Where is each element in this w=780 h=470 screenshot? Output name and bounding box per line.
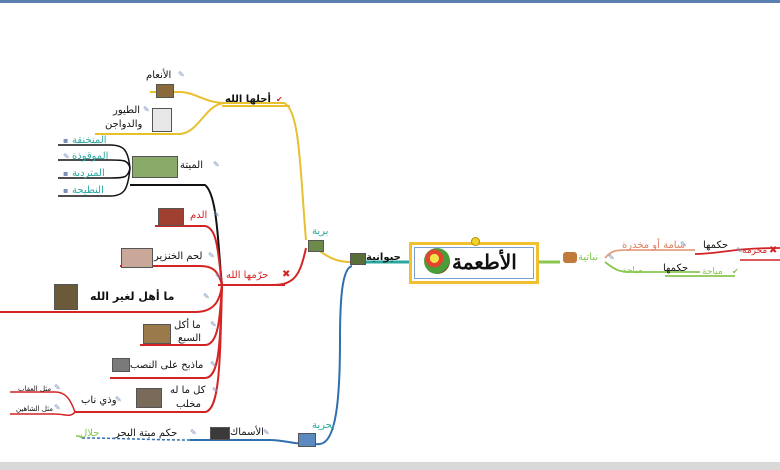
claw-clip-icon: ✎: [212, 386, 219, 395]
anam-clip-icon: ✎: [178, 70, 185, 79]
carrion-sub-1-icon: ▪: [63, 136, 69, 145]
altar-clip-icon: ✎: [210, 360, 217, 369]
carrion-sub-2[interactable]: الموقوذة: [72, 151, 109, 162]
sea-ruling-clip-icon: ✎: [190, 428, 197, 437]
other-god-clip-icon: ✎: [203, 292, 210, 301]
halal-label[interactable]: أحلها الله: [225, 94, 271, 105]
sea-label[interactable]: بحرية: [312, 420, 335, 431]
window-top-border: [0, 0, 780, 3]
blood-clip-icon: ✎: [213, 210, 220, 219]
fang-example-1-icon: ✎: [54, 383, 61, 392]
other-god-image: [54, 284, 78, 310]
carrion-sub-4[interactable]: النطيحة: [72, 185, 104, 196]
sea-halal-label[interactable]: حلال: [80, 428, 100, 439]
forbidden-x-icon: ✖: [769, 245, 778, 256]
haram-clip-icon: ✎: [215, 272, 222, 281]
claw-label-1[interactable]: كل ما له: [170, 385, 206, 396]
pork-label[interactable]: لحم الخنزير: [154, 251, 203, 262]
blood-image: [158, 208, 184, 226]
land-label[interactable]: برية: [312, 226, 329, 237]
altar-label[interactable]: ماذبح على النصب: [130, 360, 204, 371]
carrion-sub-4-icon: ▪: [63, 186, 69, 195]
forbidden-label[interactable]: محرمة: [742, 246, 768, 256]
link-land-halal: [225, 102, 307, 241]
link-plant-permitted: [604, 261, 700, 273]
other-god-label[interactable]: ما أهل لغير الله: [90, 290, 175, 303]
beast-clip-icon: ✎: [210, 320, 217, 329]
link-animal-sea: [319, 265, 353, 445]
claw-image: [136, 388, 162, 408]
anam-label[interactable]: الأنعام: [146, 70, 172, 81]
halal-check-icon: ✔: [276, 95, 283, 104]
anam-image: [156, 84, 174, 98]
carrion-sub-2-icon: ✎: [63, 152, 70, 161]
sea-image: [298, 433, 316, 447]
blood-label[interactable]: الدم: [190, 210, 208, 221]
pork-image: [121, 248, 153, 268]
link-haram-pork: [120, 265, 223, 286]
harmful-label[interactable]: سامة أو مخدرة: [622, 240, 686, 251]
link-halal-birds: [95, 102, 226, 135]
carrion-sub-3-icon: ▪: [63, 169, 69, 178]
fish-label[interactable]: الأسماك: [230, 427, 264, 438]
carrion-sub-1[interactable]: المنخنقة: [72, 135, 107, 146]
center-title: الأطعمة: [452, 250, 517, 274]
fang-example-2-icon: ✎: [54, 403, 61, 412]
claw-label-2[interactable]: مخلب: [176, 399, 201, 410]
link-carrion-sub4: [58, 167, 131, 197]
carrion-image: [132, 156, 178, 178]
link-haram-blood: [155, 225, 223, 286]
permitted-tag[interactable]: مباحة: [622, 266, 643, 276]
link-haram-claw: [75, 284, 223, 413]
pork-clip-icon: ✎: [208, 251, 215, 260]
ruling1-label[interactable]: حكمها: [703, 240, 729, 251]
plant-clip-icon: ✎: [608, 253, 615, 262]
animal-icon: [350, 253, 366, 265]
birds-label-1[interactable]: الطيور: [113, 105, 141, 116]
haram-x-icon: ✖: [282, 269, 291, 280]
haram-trunk: [130, 184, 223, 286]
link-carrion-sub2: [58, 159, 131, 169]
link-fang-ex1: [10, 391, 76, 413]
link-harmful-forbidden: [694, 247, 780, 255]
link-halal-anam: [150, 91, 226, 104]
link-fang-ex2: [10, 411, 76, 417]
beast-image: [143, 324, 171, 344]
food-bowl-image: [424, 248, 450, 274]
fish-clip-icon: ✎: [263, 428, 270, 437]
carrion-clip-icon: ✎: [213, 160, 220, 169]
permitted-check-icon: ✔: [732, 267, 739, 276]
permitted-label[interactable]: مباحة: [702, 267, 723, 277]
carrion-label[interactable]: الميتة: [180, 160, 204, 171]
birds-clip-icon: ✎: [143, 105, 150, 114]
fang-label[interactable]: وذي ناب: [81, 395, 117, 406]
fish-image: [210, 427, 230, 440]
carrion-sub-3[interactable]: المتردية: [72, 168, 105, 179]
beast-label-2[interactable]: السبع: [178, 333, 202, 344]
center-node-inner-border: [414, 247, 534, 279]
center-node-handle[interactable]: [471, 237, 480, 246]
link-plant-harmful: [604, 249, 695, 259]
land-icon: [308, 240, 324, 252]
ruling2-label[interactable]: حكمها: [663, 263, 689, 274]
birds-image: [152, 108, 172, 132]
fang-example-2[interactable]: مثل الشاهين: [16, 405, 53, 413]
forbidden-clip-icon: ✎: [736, 246, 743, 255]
beast-label-1[interactable]: ما أكل: [174, 320, 201, 331]
altar-image: [112, 358, 130, 372]
birds-label-2[interactable]: والدواجن: [105, 119, 143, 130]
harmful-clip-icon: ✎: [680, 240, 687, 249]
sea-ruling-label[interactable]: حكم ميتة البحر: [115, 428, 178, 439]
plant-image: [563, 252, 577, 263]
link-carrion-sub1: [58, 144, 131, 169]
animal-label[interactable]: حيوانية: [366, 252, 401, 263]
link-fish-ruling: [81, 437, 191, 441]
window-bottom-bar: [0, 462, 780, 470]
fang-example-1[interactable]: مثل العقاب: [18, 385, 52, 393]
fang-clip-icon: ✎: [115, 395, 122, 404]
plant-label[interactable]: نباتية: [578, 252, 599, 263]
link-sea-halal: [75, 435, 83, 439]
haram-label[interactable]: حرّمها الله: [226, 270, 269, 281]
